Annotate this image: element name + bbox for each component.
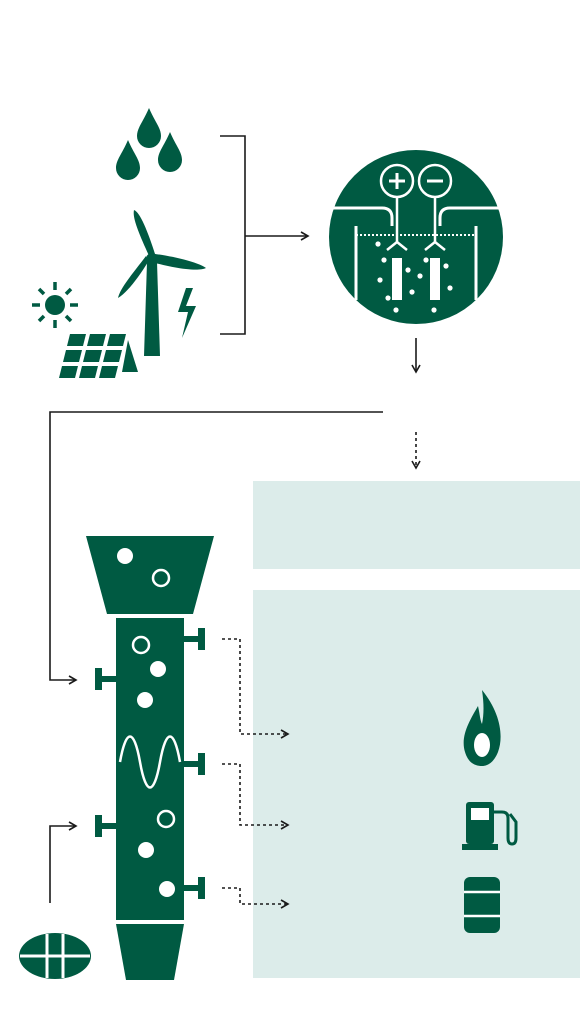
input-bracket <box>220 135 310 335</box>
negative-electrode-icon <box>417 163 453 199</box>
sun-icon <box>32 282 78 328</box>
lightning-bolt-icon <box>178 288 196 338</box>
gas-flame-icon <box>463 690 501 766</box>
fuel-pump-icon <box>462 802 518 850</box>
hopper-icon <box>86 536 214 614</box>
positive-electrode-icon <box>379 163 415 199</box>
upper-panel <box>253 481 580 569</box>
hydrogen-feed-line <box>49 411 383 685</box>
electrolyzer-icon <box>329 150 503 324</box>
rugby-ball-icon <box>19 933 91 979</box>
solar-panel-icon <box>59 334 138 378</box>
reactor-column-icon <box>95 618 205 980</box>
output-arrows <box>222 638 290 909</box>
water-drops-icon <box>116 108 182 180</box>
oil-barrel-icon <box>464 877 500 933</box>
lower-panel <box>253 590 580 978</box>
feedstock-arrow <box>49 821 78 903</box>
heat-wave-icon <box>118 735 182 789</box>
wind-turbine-icon <box>118 210 206 356</box>
